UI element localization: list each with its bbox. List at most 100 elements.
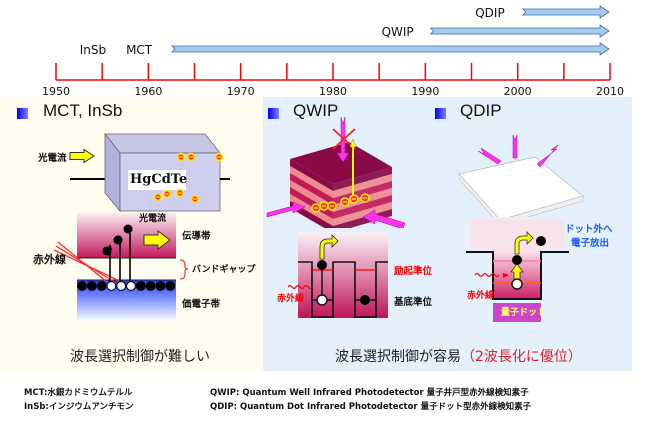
excited-electron bbox=[123, 224, 133, 234]
ground-level-label: 基底準位 bbox=[394, 297, 433, 308]
ir-arrow-left bbox=[266, 201, 306, 218]
conduction-band-label: 伝導帯 bbox=[182, 231, 211, 242]
crystal-top-face bbox=[104, 133, 221, 154]
caption-highlight: （2波長化に優位） bbox=[461, 349, 582, 365]
stack-layer bbox=[333, 209, 392, 228]
technology-label-insb: InSb bbox=[80, 43, 106, 57]
timeline-tick-label: 1960 bbox=[134, 85, 162, 97]
band-diagram bbox=[53, 213, 189, 322]
ir-arrow-right bbox=[362, 209, 406, 228]
bullet-icon bbox=[17, 108, 28, 119]
valence-electron bbox=[145, 281, 156, 291]
footnote-mct: MCT:水銀カドミウムテルル bbox=[24, 388, 133, 398]
stack-layer bbox=[290, 187, 333, 219]
qwip-well-diagram bbox=[288, 232, 388, 318]
band-photocurrent-label: 光電流 bbox=[139, 214, 167, 224]
stack-layer bbox=[290, 166, 333, 198]
caption-main: 波長選択制御が容易 bbox=[335, 349, 461, 365]
infrared-wave bbox=[288, 284, 313, 290]
valence-electron bbox=[77, 281, 87, 291]
hole bbox=[126, 281, 136, 291]
excited-electron bbox=[512, 255, 522, 265]
footnote-qdip: QDIP: Quantum Dot Infrared Photodetector… bbox=[210, 402, 532, 412]
valence-electron bbox=[165, 281, 176, 291]
crystal-label-bg bbox=[128, 170, 186, 190]
bullet-icon bbox=[268, 108, 279, 119]
stack-layer bbox=[290, 194, 333, 226]
qdip-plate-diagram bbox=[458, 134, 584, 217]
ground-electron bbox=[360, 295, 370, 305]
stack-top-face bbox=[290, 142, 392, 184]
qdip-emission-label-2: 電子放出 bbox=[571, 238, 610, 249]
ir-arrow-left bbox=[477, 147, 502, 165]
qwip-stack-diagram bbox=[266, 116, 406, 228]
emitted-electron bbox=[536, 236, 546, 246]
bullet-icon bbox=[435, 108, 446, 119]
excited-electron bbox=[317, 260, 327, 270]
technology-label-qwip: QWIP bbox=[382, 25, 414, 39]
qwip-qdip-panel: QWIP bbox=[263, 97, 632, 371]
band-gap-brace bbox=[179, 259, 189, 280]
stack-layer bbox=[333, 202, 392, 226]
mct-caption: 波長選択制御が難しい bbox=[70, 349, 210, 365]
hgcdte-label: HgCdTe bbox=[130, 172, 188, 187]
timeline-tick-label: 1980 bbox=[319, 85, 347, 97]
era-arrow-qdip bbox=[521, 5, 610, 19]
hole bbox=[116, 281, 127, 291]
ir-arrow-top bbox=[512, 134, 518, 159]
mct-insb-heading: MCT, InSb bbox=[43, 101, 123, 120]
infrared-rays bbox=[53, 241, 127, 285]
valence-electron bbox=[96, 281, 107, 291]
technology-label-mct: MCT bbox=[126, 43, 153, 57]
valence-electron bbox=[86, 281, 97, 291]
timeline-tick-label: 1970 bbox=[227, 85, 255, 97]
qdip-well-diagram bbox=[466, 220, 569, 322]
infrared-label: 赤外線 bbox=[33, 253, 66, 266]
stack-layer bbox=[290, 159, 333, 191]
photocurrent-arrow-icon bbox=[143, 230, 171, 250]
valence-electron bbox=[155, 281, 166, 291]
stack-layer bbox=[333, 167, 392, 191]
electrons bbox=[311, 193, 370, 213]
qdip-emission-label-1: ドット外へ bbox=[565, 224, 613, 235]
stack-layer bbox=[290, 173, 333, 205]
timeline-tick-label: 2000 bbox=[504, 85, 532, 97]
escape-arrow-icon bbox=[319, 234, 339, 260]
qwip-qdip-caption: 波長選択制御が容易（2波長化に優位） bbox=[335, 346, 582, 366]
hole bbox=[106, 281, 117, 291]
band-gap-label: バンドギャップ bbox=[192, 265, 256, 275]
footnote-qwip: QWIP: Quantum Well Infrared Photodetecto… bbox=[210, 388, 529, 398]
qwip-heading: QWIP bbox=[293, 101, 339, 120]
valence-band-label: 価電子帯 bbox=[182, 299, 221, 310]
well-profile bbox=[298, 261, 388, 318]
excited-electron bbox=[102, 246, 112, 256]
infrared-wave bbox=[474, 272, 500, 278]
qdip-plate bbox=[458, 156, 584, 217]
valence-electron bbox=[135, 281, 146, 291]
mct-insb-panel: MCT, InSb HgCdTe 光電流 bbox=[0, 97, 263, 371]
photocurrent-label-top: 光電流 bbox=[38, 153, 67, 164]
hole bbox=[511, 278, 523, 290]
dot-well-profile bbox=[466, 251, 569, 300]
excited-level-label: 励起準位 bbox=[394, 266, 433, 277]
photocurrent-arrow-icon bbox=[69, 149, 95, 163]
quantum-dot-label: 量子ドット bbox=[501, 308, 547, 318]
valence-electrons bbox=[77, 281, 176, 291]
escape-arrow-icon bbox=[514, 231, 534, 255]
timeline-tick-label: 2010 bbox=[596, 85, 624, 97]
timeline-tick-label: 1950 bbox=[42, 85, 70, 97]
footnote-insb: InSb:インジウムアンチモン bbox=[24, 402, 134, 412]
qdip-heading: QDIP bbox=[460, 101, 502, 120]
technology-label-qdip: QDIP bbox=[475, 6, 504, 20]
era-arrow-mct bbox=[171, 42, 610, 56]
stack-layer bbox=[333, 174, 392, 198]
excited-electron bbox=[113, 235, 123, 245]
quantum-dot-box bbox=[493, 303, 541, 322]
era-arrow-qwip bbox=[429, 24, 610, 38]
electrons bbox=[153, 152, 224, 204]
hole bbox=[316, 294, 328, 306]
ir-arrow-right bbox=[536, 144, 559, 168]
qwip-infrared-label: 赤外線 bbox=[277, 294, 305, 304]
qdip-infrared-label: 赤外線 bbox=[467, 291, 495, 301]
timeline-tick-label: 1990 bbox=[411, 85, 439, 97]
